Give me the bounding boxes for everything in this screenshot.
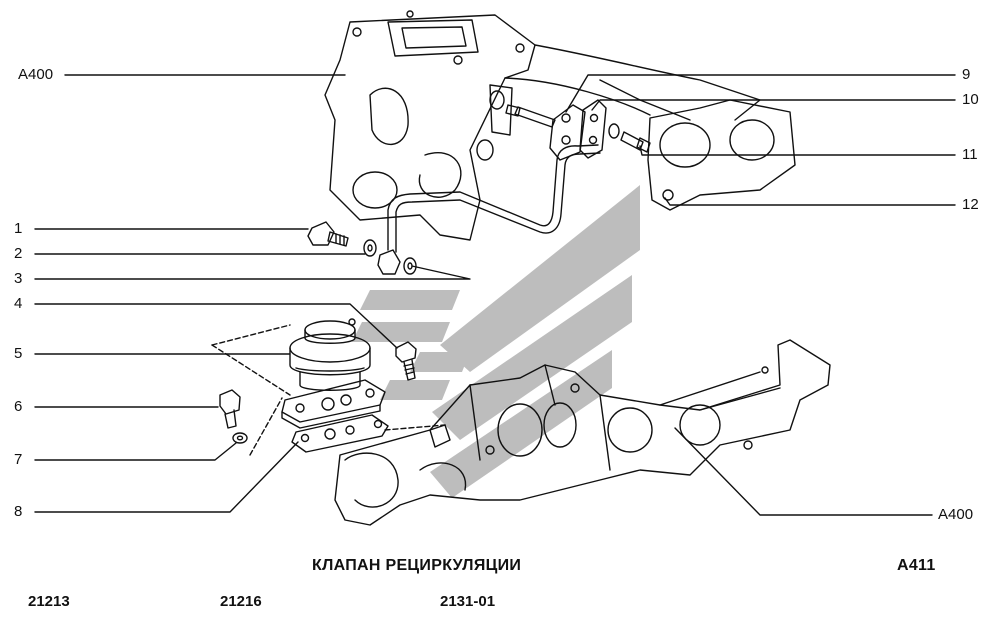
- sheet-code: A411: [897, 557, 936, 574]
- callout-8: 8: [14, 503, 23, 520]
- gasket-10: [579, 99, 607, 159]
- pipe-flange-9: [505, 104, 586, 161]
- recirculation-valve-5: [289, 318, 371, 391]
- model-code-2: 21216: [220, 593, 262, 610]
- washer-7: [232, 432, 248, 444]
- model-code-1: 21213: [28, 593, 70, 610]
- bolt-11: [608, 123, 651, 153]
- intake-manifold-lower: [334, 339, 831, 526]
- callout-12: 12: [962, 196, 979, 213]
- bolt-1: [307, 221, 349, 247]
- callout-4: 4: [14, 295, 23, 312]
- callout-5: 5: [14, 345, 23, 362]
- assembly-ref-top: A400: [18, 66, 54, 83]
- chevron-logo-icon: [352, 185, 640, 498]
- callout-2: 2: [14, 245, 23, 262]
- pipe-fitting: [377, 249, 401, 275]
- model-code-3: 2131-01: [440, 593, 496, 610]
- callout-11: 11: [962, 146, 978, 163]
- callout-10: 10: [962, 91, 979, 108]
- egr-pipe: [387, 144, 601, 253]
- intake-manifold-top: [324, 10, 761, 241]
- assembly-ref-bottom: A400: [938, 506, 974, 523]
- callout-3: 3: [14, 270, 23, 287]
- washer-2: [363, 239, 377, 257]
- leader-lines: [34, 74, 956, 516]
- diagram-title: КЛАПАН РЕЦИРКУЛЯЦИИ: [312, 557, 522, 574]
- valve-gasket-8: [291, 414, 389, 453]
- bolt-4: [395, 341, 417, 381]
- callout-9: 9: [962, 66, 971, 83]
- valve-flange-plate: [281, 379, 386, 429]
- manifold-right-flange: [647, 99, 796, 211]
- callout-7: 7: [14, 451, 23, 468]
- callout-1: 1: [14, 220, 23, 237]
- bolt-6: [219, 389, 241, 429]
- callout-6: 6: [14, 398, 23, 415]
